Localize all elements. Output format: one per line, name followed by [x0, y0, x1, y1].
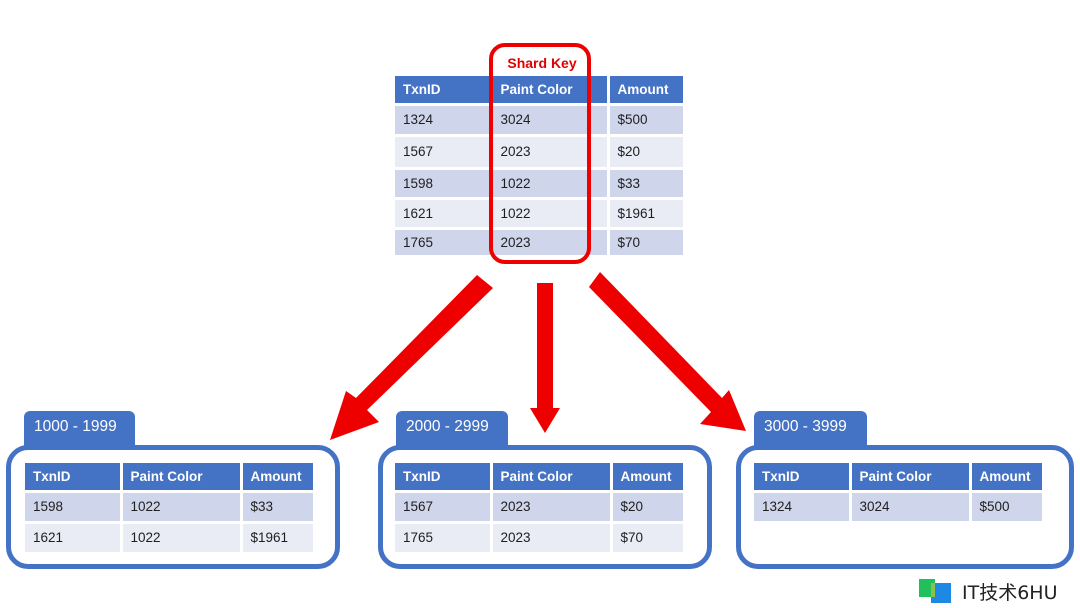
cell-amount: $500	[970, 491, 1042, 524]
cell-paint-color: 3024	[850, 491, 972, 524]
cell-txnid: 1765	[395, 522, 493, 555]
cell-txnid: 1324	[395, 104, 493, 137]
column-header-txnid: TxnID	[395, 463, 493, 493]
arrow-to-shard-1	[330, 275, 493, 440]
cell-txnid: 1324	[754, 491, 852, 524]
arrow-to-shard-3	[589, 272, 746, 431]
column-header-amount: Amount	[611, 463, 683, 493]
cell-amount: $33	[608, 168, 683, 200]
cell-amount: $70	[608, 228, 683, 258]
column-header-amount: Amount	[970, 463, 1042, 493]
cell-paint-color: 1022	[121, 491, 243, 524]
cell-txnid: 1598	[25, 491, 123, 524]
cell-txnid: 1765	[395, 228, 493, 258]
cell-amount: $20	[608, 135, 683, 170]
cell-amount: $1961	[241, 522, 313, 555]
cell-paint-color: 2023	[491, 491, 613, 524]
cell-txnid: 1621	[395, 198, 493, 230]
shard-table-header-row: TxnID Paint Color Amount	[25, 463, 313, 493]
cell-amount: $20	[611, 491, 683, 524]
cell-amount: $1961	[608, 198, 683, 230]
table-row: 1324 3024 $500	[754, 491, 1042, 524]
cell-txnid: 1621	[25, 522, 123, 555]
shard-table-2: TxnID Paint Color Amount 1567 2023 $20 1…	[395, 463, 683, 555]
table-row: 1598 1022 $33	[25, 491, 313, 524]
cell-amount: $33	[241, 491, 313, 524]
table-row: 1567 2023 $20	[395, 491, 683, 524]
cell-txnid: 1598	[395, 168, 493, 200]
column-header-amount: Amount	[241, 463, 313, 493]
shard-table-3: TxnID Paint Color Amount 1324 3024 $500	[754, 463, 1042, 524]
shard-table-header-row: TxnID Paint Color Amount	[754, 463, 1042, 493]
column-header-txnid: TxnID	[395, 76, 493, 106]
shard-key-highlight	[489, 43, 591, 264]
watermark-text: IT技术6HU	[962, 582, 1058, 604]
column-header-txnid: TxnID	[25, 463, 123, 493]
column-header-txnid: TxnID	[754, 463, 852, 493]
cell-amount: $500	[608, 104, 683, 137]
arrow-to-shard-2	[530, 283, 560, 433]
table-row: 1621 1022 $1961	[25, 522, 313, 555]
table-row: 1765 2023 $70	[395, 522, 683, 555]
shard-table-1: TxnID Paint Color Amount 1598 1022 $33 1…	[25, 463, 313, 555]
cell-amount: $70	[611, 522, 683, 555]
cell-paint-color: 2023	[491, 522, 613, 555]
shard-range-tab-1: 1000 - 1999	[24, 411, 135, 447]
shard-table-header-row: TxnID Paint Color Amount	[395, 463, 683, 493]
shard-range-tab-2: 2000 - 2999	[396, 411, 508, 447]
column-header-paint-color: Paint Color	[850, 463, 972, 493]
wechat-logo-icon	[919, 579, 951, 603]
shard-key-label: Shard Key	[507, 55, 577, 71]
cell-txnid: 1567	[395, 135, 493, 170]
cell-txnid: 1567	[395, 491, 493, 524]
column-header-paint-color: Paint Color	[121, 463, 243, 493]
shard-range-tab-3: 3000 - 3999	[754, 411, 867, 447]
column-header-paint-color: Paint Color	[491, 463, 613, 493]
cell-paint-color: 1022	[121, 522, 243, 555]
column-header-amount: Amount	[608, 76, 683, 106]
